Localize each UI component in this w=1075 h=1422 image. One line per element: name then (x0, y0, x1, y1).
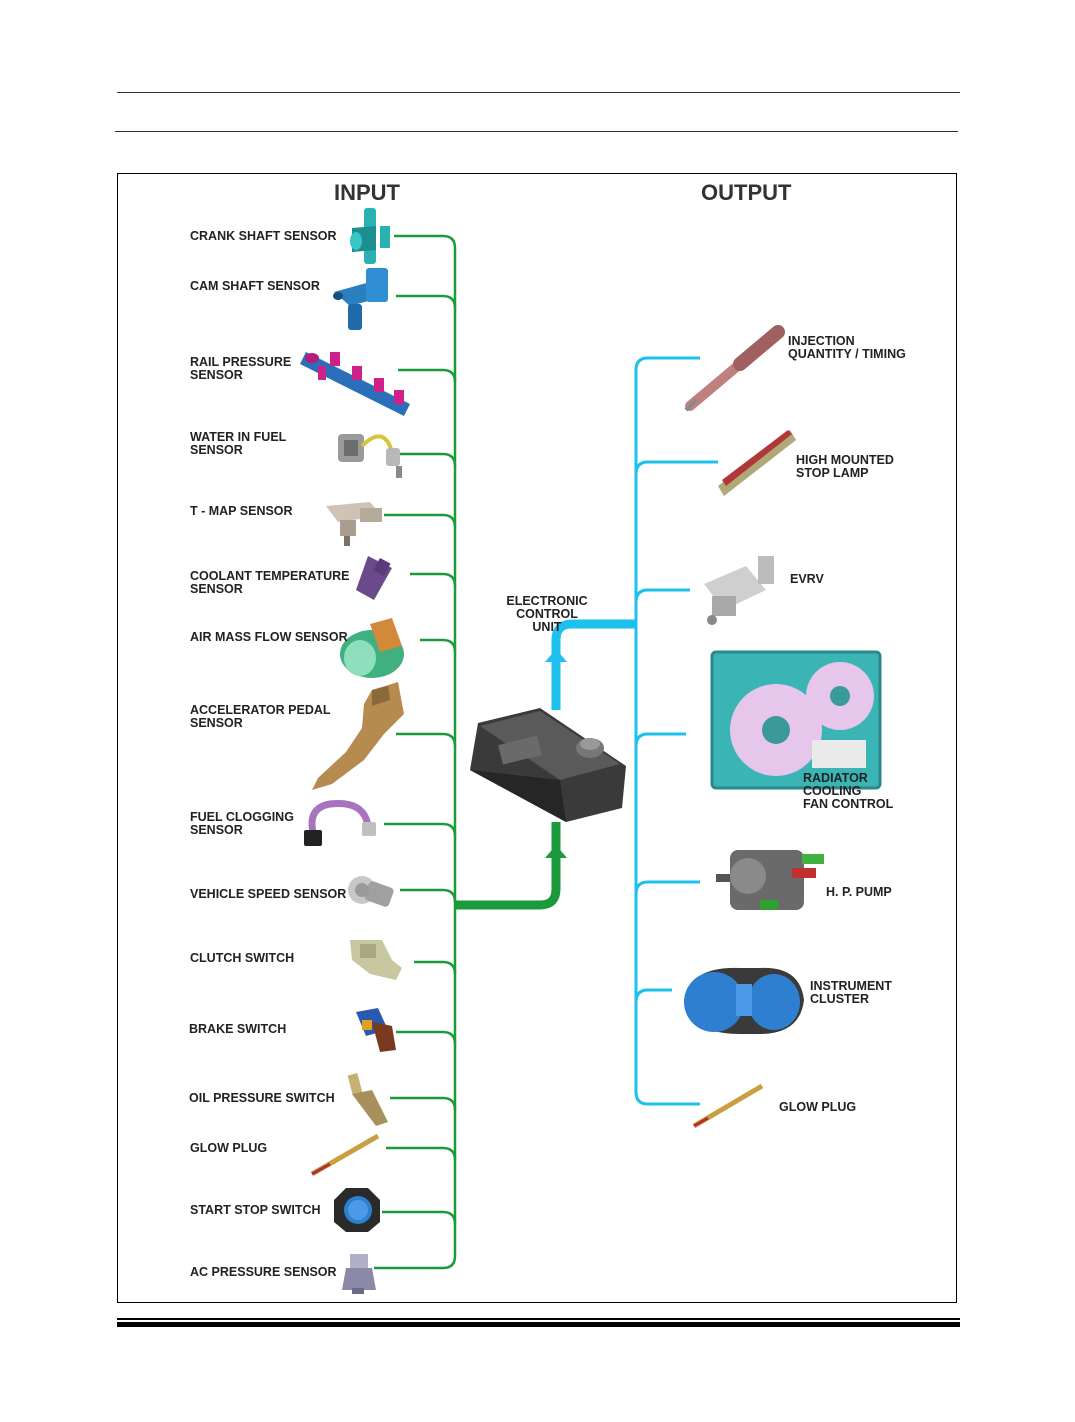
instrument-cluster-icon (684, 967, 804, 1034)
fuel-clogging-sensor-icon (304, 799, 376, 846)
rail-pressure-sensor-icon (300, 352, 410, 416)
input-branch (382, 1210, 457, 1225)
diagram-frame (117, 173, 957, 1303)
oil-pressure-switch-icon (347, 1073, 388, 1126)
output-label: INSTRUMENT CLUSTER (810, 979, 892, 1006)
footer-rule-thick (117, 1322, 960, 1327)
vehicle-speed-sensor-icon (348, 876, 394, 907)
input-branch (384, 513, 457, 528)
input-label: FUEL CLOGGING SENSOR (190, 810, 294, 837)
crank-shaft-sensor-icon (350, 208, 390, 264)
input-branch (398, 368, 457, 383)
ecu-icon (470, 708, 626, 822)
air-mass-flow-sensor-icon (340, 618, 404, 678)
input-label: CLUTCH SWITCH (190, 951, 295, 965)
input-header: INPUT (334, 180, 400, 205)
top-rule (117, 92, 960, 93)
input-branch (384, 822, 457, 837)
input-label: COOLANT TEMPERATURE SENSOR (190, 569, 350, 596)
accelerator-pedal-sensor-icon (312, 682, 404, 790)
output-wiring (634, 356, 718, 1106)
injector-icon (684, 325, 785, 412)
input-branch (414, 960, 457, 975)
input-label: AC PRESSURE SENSOR (190, 1265, 337, 1279)
output-label: HIGH MOUNTED STOP LAMP (796, 453, 894, 480)
input-label: BRAKE SWITCH (189, 1022, 287, 1036)
output-branch (634, 732, 686, 747)
start-stop-switch-icon (334, 1188, 380, 1232)
input-branch (400, 452, 457, 467)
stop-lamp-icon (718, 430, 796, 496)
input-arrow (545, 845, 567, 858)
ecu-label: ELECTRONIC CONTROL UNIT (506, 594, 588, 634)
input-branch (386, 1146, 457, 1161)
output-branch (634, 988, 672, 1003)
input-branch (396, 732, 457, 747)
output-label: EVRV (790, 572, 824, 586)
t-map-sensor-icon (326, 502, 382, 546)
output-label: INJECTION QUANTITY / TIMING (788, 334, 906, 361)
output-branch (634, 460, 718, 475)
input-label: VEHICLE SPEED SENSOR (190, 887, 347, 901)
cam-shaft-sensor-icon (333, 268, 388, 330)
input-label: AIR MASS FLOW SENSOR (190, 630, 348, 644)
input-wiring (374, 234, 457, 1270)
input-main-feed (455, 822, 561, 910)
footer-rule-thin (117, 1318, 960, 1320)
output-branch (634, 588, 690, 603)
output-branch (634, 1091, 700, 1106)
glow-plug-output-icon (692, 1083, 764, 1129)
input-branch (410, 572, 457, 587)
input-label: T - MAP SENSOR (190, 504, 293, 518)
input-label: GLOW PLUG (190, 1141, 268, 1155)
water-in-fuel-sensor-icon (338, 434, 402, 478)
input-label: WATER IN FUEL SENSOR (190, 430, 287, 457)
output-branch (634, 880, 700, 895)
input-label: CAM SHAFT SENSOR (190, 279, 320, 293)
evrv-valve-icon (704, 556, 774, 625)
input-branch (396, 294, 457, 309)
input-label: CRANK SHAFT SENSOR (190, 229, 337, 243)
input-branch (396, 1030, 457, 1045)
ac-pressure-sensor-icon (342, 1254, 376, 1294)
input-label: ACCELERATOR PEDAL SENSOR (190, 703, 331, 730)
output-arrow (545, 649, 567, 662)
output-main-feed (551, 619, 636, 710)
input-label: START STOP SWITCH (190, 1203, 321, 1217)
hp-pump-icon (716, 850, 824, 910)
output-label: H. P. PUMP (826, 885, 892, 899)
input-label: OIL PRESSURE SWITCH (189, 1091, 335, 1105)
input-branch (420, 638, 457, 653)
input-branch (374, 1255, 457, 1270)
glow-plug-icon (310, 1133, 380, 1177)
coolant-temperature-sensor-icon (356, 556, 392, 600)
input-branch (394, 234, 457, 249)
input-label: RAIL PRESSURE SENSOR (190, 355, 292, 382)
input-branch (400, 888, 457, 903)
second-rule (115, 131, 958, 132)
output-label: GLOW PLUG (779, 1100, 857, 1114)
brake-switch-icon (356, 1008, 396, 1052)
output-label: RADIATOR COOLING FAN CONTROL (803, 771, 894, 811)
input-branch (390, 1096, 457, 1111)
radiator-fan-icon (710, 650, 882, 790)
output-header: OUTPUT (701, 180, 792, 205)
output-branch (634, 356, 700, 371)
clutch-switch-icon (350, 940, 402, 980)
